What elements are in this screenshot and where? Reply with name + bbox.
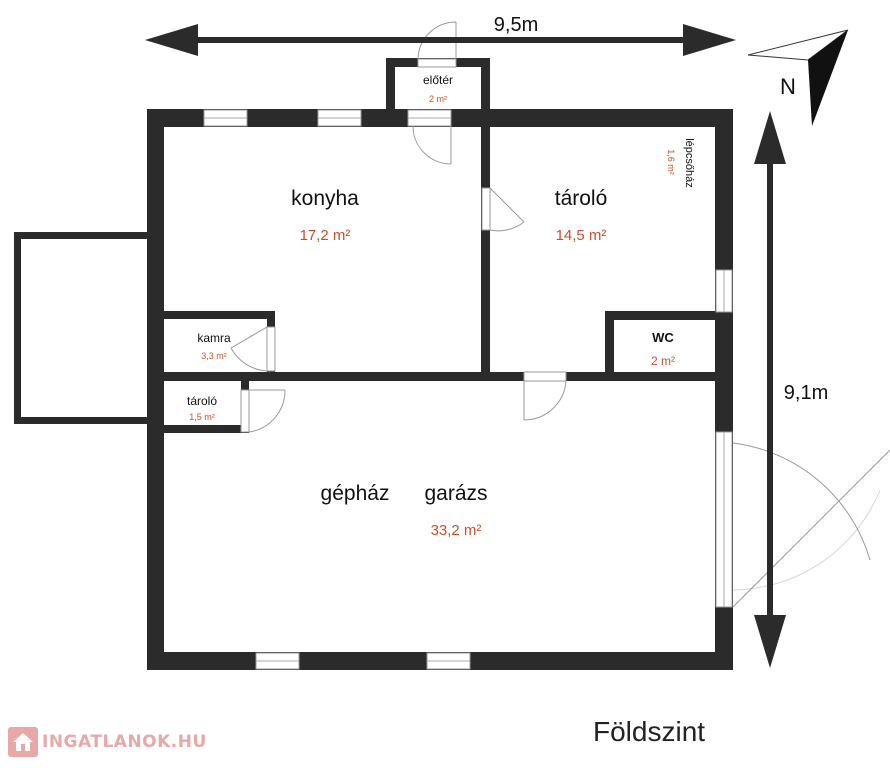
level-label: Földszint (593, 716, 706, 747)
room-area-tarolo-small: 1,5 m² (189, 412, 215, 422)
width-dimension-arrow (145, 24, 736, 56)
room-area-konyha: 17,2 m² (300, 227, 351, 244)
room-area-wc: 2 m² (651, 354, 675, 368)
north-label: N (780, 74, 796, 99)
room-name-tarolo-small: tároló (187, 394, 217, 408)
room-area-lepcsohaz: 1,6 m² (666, 149, 676, 175)
watermark-text: INGATLANOK.HU (42, 732, 207, 752)
doors (240, 58, 567, 433)
room-name-garazs: garázs (424, 482, 487, 505)
height-label: 9,1m (784, 382, 828, 404)
house-icon (8, 727, 38, 757)
width-label: 9,5m (494, 14, 538, 36)
room-area-eloter: 2 m² (429, 94, 447, 104)
room-name-konyha: konyha (291, 187, 359, 210)
room-area-garazs: 33,2 m² (431, 522, 482, 539)
north-arrow-icon (747, 29, 849, 126)
watermark-logo: INGATLANOK.HU (8, 727, 213, 757)
room-area-kamra: 3,3 m² (201, 351, 227, 361)
room-name-kamra: kamra (197, 331, 231, 345)
room-name-gephaz: gépház (321, 482, 390, 505)
walls (14, 58, 733, 670)
room-name-lepcsohaz: lépcsőház (683, 138, 695, 188)
room-name-wc: WC (652, 330, 674, 345)
height-dimension-arrow (754, 111, 786, 668)
room-name-tarolo: tároló (555, 187, 608, 210)
room-name-eloter: előtér (423, 73, 453, 87)
room-area-tarolo: 14,5 m² (556, 227, 607, 244)
door-swings (230, 21, 890, 608)
